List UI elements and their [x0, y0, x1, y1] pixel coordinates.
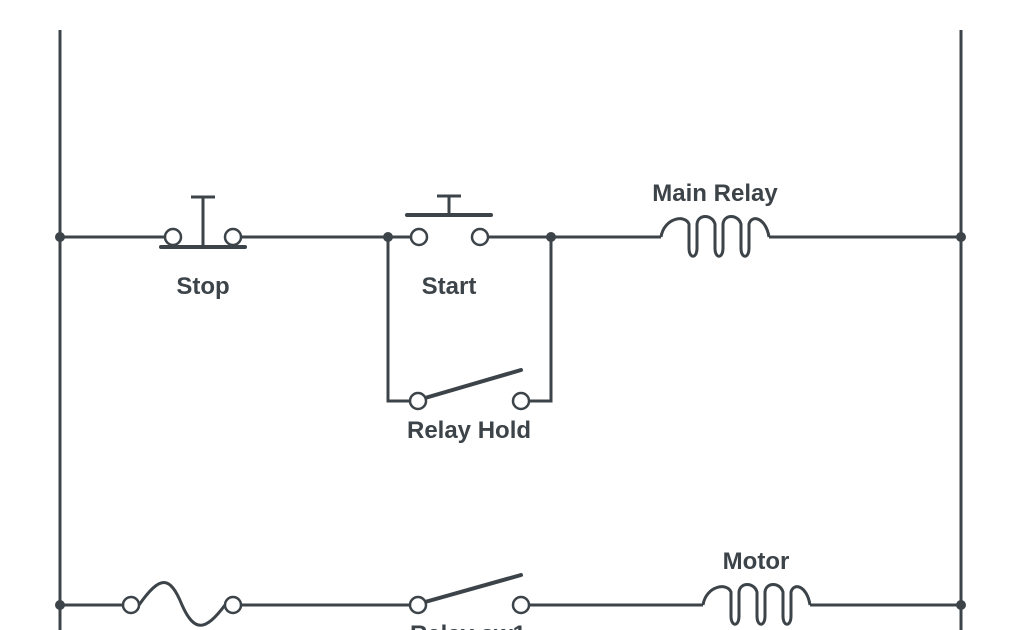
rung-2: Relay sw1 Motor [55, 548, 966, 630]
main-relay-coil [659, 215, 771, 258]
relay-sw1-label: Relay sw1 [410, 621, 526, 630]
junction-node [55, 232, 65, 242]
stop-pushbutton [159, 195, 247, 249]
start-label: Start [422, 273, 477, 300]
fuse [121, 581, 243, 627]
junction-node [55, 600, 65, 610]
relay-hold-contact [408, 368, 531, 411]
junction-node [956, 600, 966, 610]
relay-hold-wire [529, 237, 553, 403]
motor-label: Motor [723, 548, 790, 575]
stop-label: Stop [176, 273, 229, 300]
relay-hold-label: Relay Hold [407, 417, 531, 444]
relay-hold-branch: Relay Hold [386, 237, 553, 444]
main-relay-label: Main Relay [652, 180, 778, 207]
start-pushbutton [405, 194, 493, 247]
relay-hold-wire [386, 237, 410, 403]
junction-node [956, 232, 966, 242]
motor-coil [701, 583, 812, 626]
relay-sw1-contact [408, 573, 531, 615]
rung-1: Stop Start Main Relay [55, 180, 966, 300]
